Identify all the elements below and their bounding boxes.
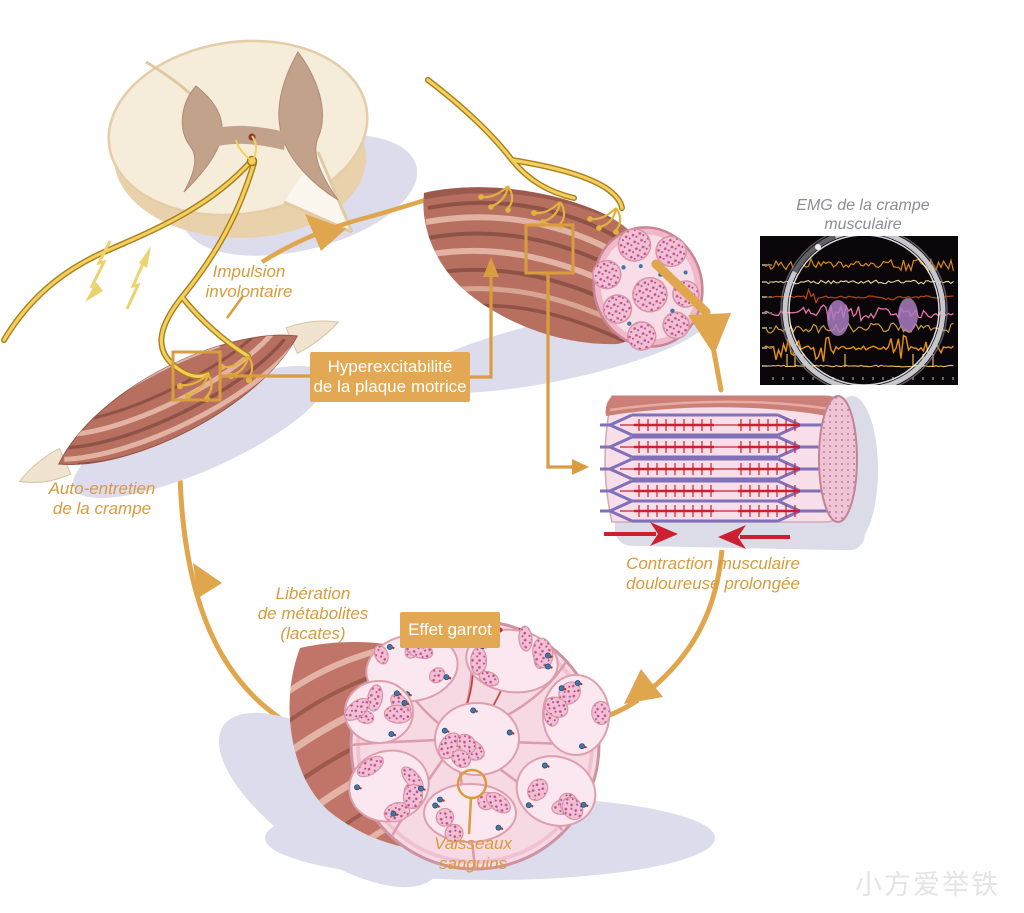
muscle-cut-face <box>592 226 704 351</box>
callout-hyperexcitabilite: Hyperexcitabilité de la plaque motrice <box>310 352 470 402</box>
muscle-fascicles <box>344 625 611 843</box>
spinal-cord-cross-section <box>107 39 418 256</box>
impulse-arrowhead-up <box>139 246 151 268</box>
myofibril-rows <box>600 413 836 523</box>
magnifier-lens <box>780 236 948 385</box>
leader-impulsion <box>225 295 245 319</box>
label-contraction-musculaire: Contraction musculaire douloureuse prolo… <box>626 554 800 594</box>
emg-screen <box>760 236 958 385</box>
muscle-cross-section-garrot <box>218 619 715 888</box>
label-impulsion-involontaire: Impulsion involontaire <box>205 262 293 302</box>
callout-effet-garrot: Effet garrot <box>400 612 500 648</box>
impulse-arrowhead-down <box>85 282 103 302</box>
zoom-square-muscle <box>524 223 575 275</box>
connector-right-up <box>470 274 493 379</box>
label-auto-entretien: Auto-entretien de la crampe <box>48 479 156 519</box>
cramp-highlight-ellipse <box>827 300 849 336</box>
vessel-annotation-circle <box>456 768 488 800</box>
zoom-square-fusiform <box>171 350 222 402</box>
cycle-arrowhead-left <box>193 563 222 598</box>
arrow-muscle-to-sarcomere <box>651 259 711 317</box>
tendon <box>285 320 340 355</box>
fiber-end-cap <box>818 395 858 523</box>
label-vaisseaux-sanguins: Vaisseaux sanguins <box>434 834 512 874</box>
annotation-layer <box>171 223 731 835</box>
sarcomere-diagram <box>600 395 878 551</box>
impulse-arrows <box>85 240 151 310</box>
cycle-arrowhead-topleft <box>305 214 346 251</box>
contraction-arrows <box>604 522 790 549</box>
label-liberation-metabolites: Libération de métabolites (lacates) <box>257 584 369 644</box>
connector-down-right <box>546 274 574 469</box>
label-emg-title: EMG de la crampe musculaire <box>796 197 930 233</box>
watermark: 小方爱举铁 <box>855 870 1000 900</box>
cramp-highlight-ellipse <box>898 298 918 332</box>
leader-vaisseaux <box>467 797 473 835</box>
